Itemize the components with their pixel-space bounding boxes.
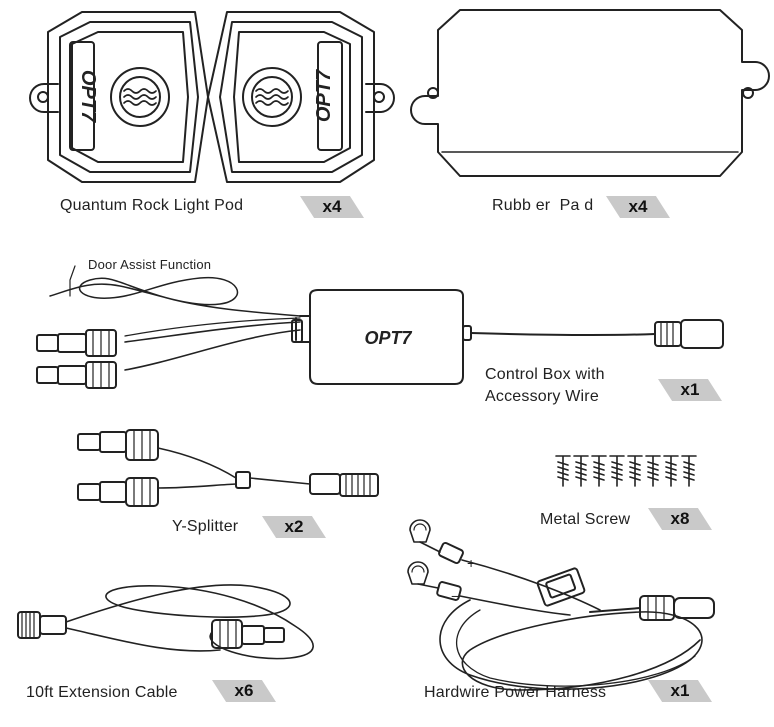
extension-cable-quantity: x6 xyxy=(234,681,254,700)
pod-logo-left: OPT7 xyxy=(77,70,99,123)
control-box-label-line1: Control Box with xyxy=(485,366,605,383)
pad-label: Rubb er Pa d xyxy=(492,197,594,214)
metal-screws-illustration xyxy=(555,455,697,487)
y-splitter-quantity-badge: x2 xyxy=(262,516,326,538)
extension-cable-quantity-badge: x6 xyxy=(212,680,276,702)
control-box-logo: OPT7 xyxy=(364,328,412,348)
y-splitter-quantity: x2 xyxy=(284,517,304,536)
power-harness-label: Hardwire Power Harness xyxy=(424,684,607,701)
power-harness-quantity: x1 xyxy=(670,681,690,700)
harness-minus-symbol: − xyxy=(451,588,459,604)
y-splitter-illustration xyxy=(77,429,379,507)
pod-label: Quantum Rock Light Pod xyxy=(60,197,244,214)
control-box-label-line2: Accessory Wire xyxy=(485,388,599,405)
rock-light-pod-illustration xyxy=(29,11,395,183)
pad-quantity-badge: x4 xyxy=(606,196,670,218)
extension-cable-label: 10ft Extension Cable xyxy=(26,684,178,701)
harness-plus-symbol: + xyxy=(467,555,475,571)
control-box-quantity-badge: x1 xyxy=(658,379,722,401)
power-harness-quantity-badge: x1 xyxy=(648,680,712,702)
extension-cable-illustration xyxy=(17,584,314,660)
power-harness-illustration xyxy=(407,519,715,691)
control-box-quantity: x1 xyxy=(680,380,700,399)
pod-quantity: x4 xyxy=(322,197,342,216)
metal-screw-quantity: x8 xyxy=(670,509,690,528)
rubber-pad-illustration xyxy=(410,9,770,177)
pad-quantity: x4 xyxy=(628,197,648,216)
metal-screw-quantity-badge: x8 xyxy=(648,508,712,530)
door-assist-label: Door Assist Function xyxy=(88,257,212,272)
pod-quantity-badge: x4 xyxy=(300,196,364,218)
y-splitter-label: Y-Splitter xyxy=(172,518,239,535)
control-box-illustration xyxy=(36,265,724,389)
pod-logo-right: OPT7 xyxy=(313,69,335,122)
metal-screw-label: Metal Screw xyxy=(540,511,631,528)
